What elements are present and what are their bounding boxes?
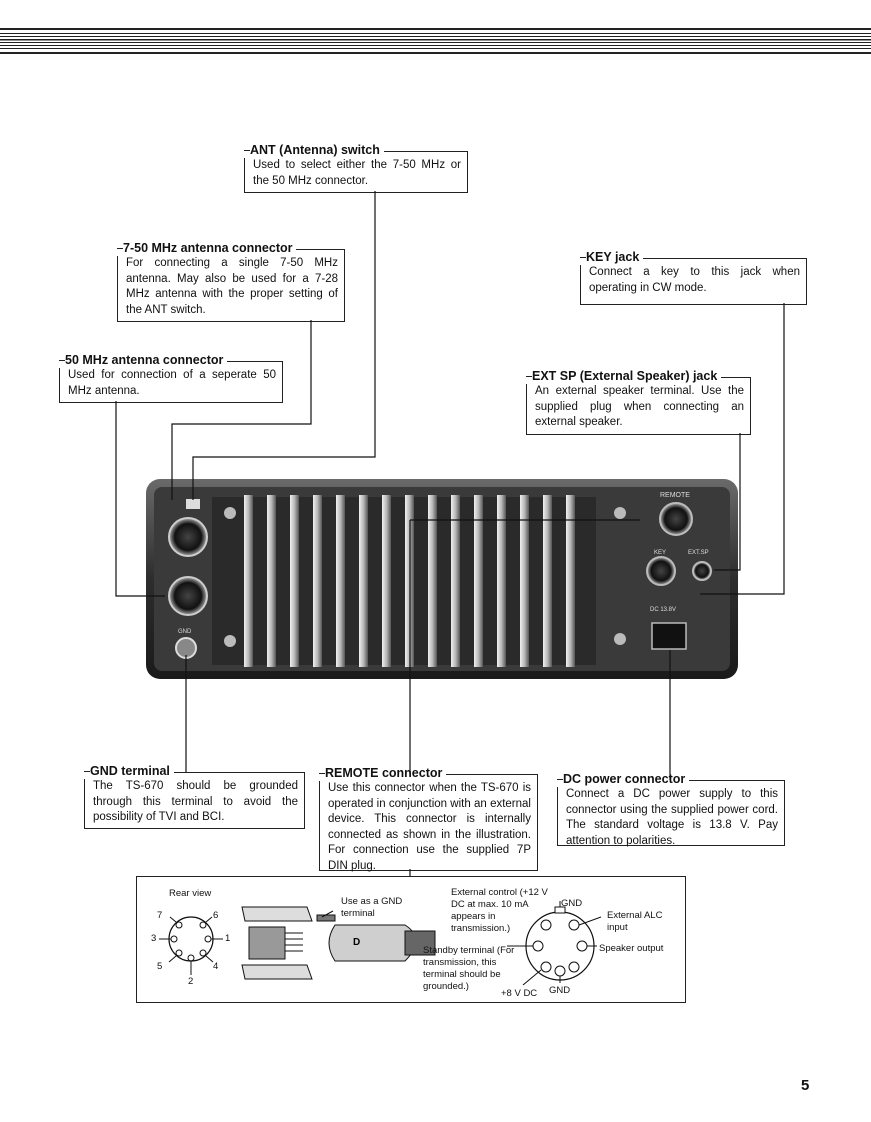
pin-label-2: 2	[188, 976, 194, 987]
callout-title: 50 MHz antenna connector	[59, 352, 228, 368]
callout-body: An external speaker terminal. Use the su…	[535, 385, 744, 428]
pin-label-1: 1	[225, 933, 231, 944]
remote-pin-diagram: D Rear view 7 6 3 1 5 4 2 Use as a GND t…	[136, 876, 686, 1003]
pin-label-6: 6	[213, 910, 219, 921]
callout-title: ANT (Antenna) switch	[244, 142, 384, 158]
callout-title: REMOTE connector	[319, 765, 447, 781]
label-plus-8v: +8 V DC	[501, 988, 538, 999]
heatsink-fins	[244, 495, 575, 667]
callout-ext-sp-jack: EXT SP (External Speaker) jack An extern…	[526, 368, 751, 435]
callout-title: 7-50 MHz antenna connector	[117, 240, 297, 256]
page-number: 5	[801, 1077, 810, 1094]
panel-label-gnd: GND	[178, 629, 192, 635]
callout-body: Connect a DC power supply to this connec…	[566, 788, 778, 847]
callout-key-jack: KEY jack Connect a key to this jack when…	[580, 249, 807, 305]
callout-title: EXT SP (External Speaker) jack	[526, 368, 722, 384]
pin-diagram-graphics: D	[159, 901, 602, 986]
label-external-alc: External ALC input	[607, 910, 663, 933]
pin-label-3: 3	[151, 933, 157, 944]
label-gnd-bottom: GND	[549, 985, 571, 996]
panel-label-key: KEY	[654, 550, 666, 556]
callout-dc-power-connector: DC power connector Connect a DC power su…	[557, 771, 785, 847]
callout-gnd-terminal: GND terminal The TS-670 should be ground…	[84, 763, 305, 829]
label-external-control: External control (+12 V DC at max. 10 mA…	[451, 887, 548, 934]
pin-label-5: 5	[157, 961, 163, 972]
callout-title: KEY jack	[580, 249, 644, 265]
panel-label-dc: DC 13.8V	[650, 607, 676, 613]
callout-50mhz-connector: 50 MHz antenna connector Used for connec…	[59, 352, 283, 403]
label-speaker-output: Speaker output	[599, 943, 664, 954]
plug-letter: D	[353, 937, 360, 948]
callout-title: DC power connector	[557, 771, 690, 787]
callout-remote-connector: REMOTE connector Use this connector when…	[319, 765, 538, 872]
callout-body: Use this connector when the TS-670 is op…	[328, 782, 531, 872]
callout-body: The TS-670 should be grounded through th…	[93, 780, 298, 823]
label-gnd-use: Use as a GND terminal	[341, 896, 403, 919]
callout-7-50mhz-connector: 7-50 MHz antenna connector For connectin…	[117, 240, 345, 322]
callout-body: Used for connection of a seperate 50 MHz…	[68, 369, 276, 397]
pin-label-7: 7	[157, 910, 163, 921]
callout-body: For connecting a single 7-50 MHz antenna…	[126, 257, 338, 316]
pin-label-4: 4	[213, 961, 219, 972]
label-standby-terminal: Standby terminal (For transmission, this…	[423, 945, 515, 992]
panel-label-remote: REMOTE	[660, 492, 690, 499]
radio-rear-panel: REMOTE KEY EXT.SP DC 13.8V GND	[146, 479, 738, 679]
callout-body: Used to select either the 7-50 MHz or th…	[253, 159, 461, 187]
label-gnd-top: GND	[561, 898, 583, 909]
callout-title: GND terminal	[84, 763, 174, 779]
panel-label-ext-sp: EXT.SP	[688, 550, 709, 556]
header-rule	[0, 28, 871, 54]
label-rear-view: Rear view	[169, 888, 212, 899]
callout-body: Connect a key to this jack when operatin…	[589, 266, 800, 294]
callout-ant-switch: ANT (Antenna) switch Used to select eith…	[244, 142, 468, 193]
